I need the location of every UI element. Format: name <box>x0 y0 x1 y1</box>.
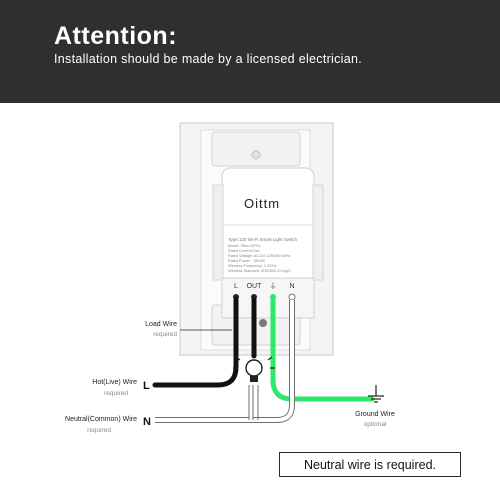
hot-wire-letter: L <box>143 380 150 392</box>
load-wire-required: required <box>153 331 177 338</box>
hot-wire-required: required <box>104 390 128 397</box>
ground-wire-label: Ground Wire <box>355 411 395 418</box>
switch-side-right <box>312 184 324 281</box>
neutral-wire <box>155 300 294 422</box>
banner-subtitle: Installation should be made by a license… <box>54 52 363 66</box>
ground-symbol-icon <box>368 385 384 403</box>
screw-hole-top <box>251 150 261 160</box>
terminal-label-l: L <box>234 283 238 290</box>
attention-banner: Attention: Installation should be made b… <box>0 0 500 103</box>
terminal-screw <box>288 293 296 301</box>
banner-title: Attention: <box>54 22 178 50</box>
spec-line: Rated Voltage: AC110-125V/60 60Hz <box>228 254 291 258</box>
ground-wire-optional: optional <box>364 421 387 428</box>
hot-wire-label: Hot(Live) Wire <box>92 379 137 386</box>
spec-line: Wireless Standard: IEEE802.11 b/g/n <box>228 269 291 273</box>
spec-line: Rated Current:15A <box>228 249 260 253</box>
neutral-required-note: Neutral wire is required. <box>279 452 461 477</box>
hot-wire <box>152 297 239 388</box>
terminal-label-n: N <box>289 283 294 290</box>
mounting-bracket-top <box>211 131 301 167</box>
switch-side-left <box>212 184 224 281</box>
terminal-label-out: OUT <box>247 283 263 290</box>
spec-line: Wireless Frequency: 2.4GHz <box>228 264 277 268</box>
light-bulb-icon <box>233 350 275 382</box>
spec-line: Type:120 Wi-Fi Smart Light Switch <box>228 237 298 242</box>
spec-line: Model: Oittm MTS1 <box>228 244 261 248</box>
spec-line: Rated Power : 1800W <box>228 259 266 263</box>
reset-knob <box>259 319 267 327</box>
terminal-label-ground: ⏚ <box>270 282 277 290</box>
neutral-wire-label: Neutral(Common) Wire <box>65 416 137 423</box>
neutral-wire-required: required <box>87 427 111 434</box>
neutral-wire-letter: N <box>143 416 151 428</box>
device-brand: Oittm <box>244 196 280 211</box>
load-wire-label: Load Wire <box>145 321 177 328</box>
